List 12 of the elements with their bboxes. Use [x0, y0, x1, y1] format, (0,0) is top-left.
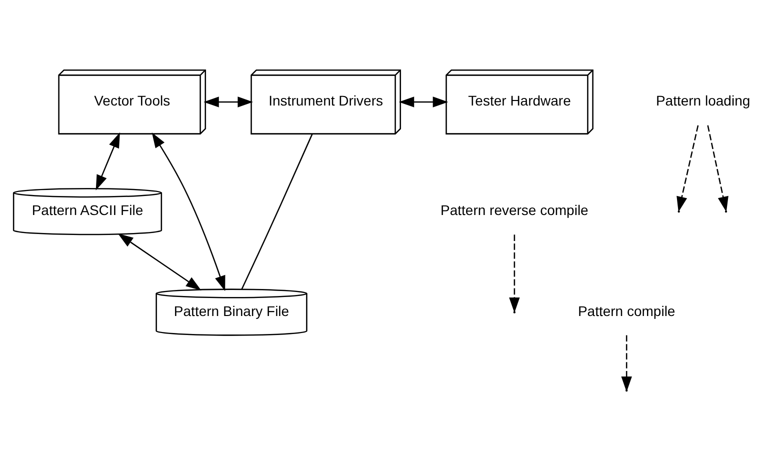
node-text: Pattern loading	[656, 92, 750, 109]
connector	[241, 134, 313, 290]
arrow	[398, 96, 448, 108]
arrow	[509, 234, 520, 313]
arrow	[707, 125, 728, 212]
node-text: Pattern compile	[578, 302, 676, 319]
arrow	[96, 132, 120, 190]
arrow	[676, 125, 699, 212]
arrow	[204, 96, 254, 108]
arrow	[152, 132, 226, 292]
arrow	[118, 234, 202, 290]
node-text: Pattern reverse compile	[440, 202, 588, 218]
